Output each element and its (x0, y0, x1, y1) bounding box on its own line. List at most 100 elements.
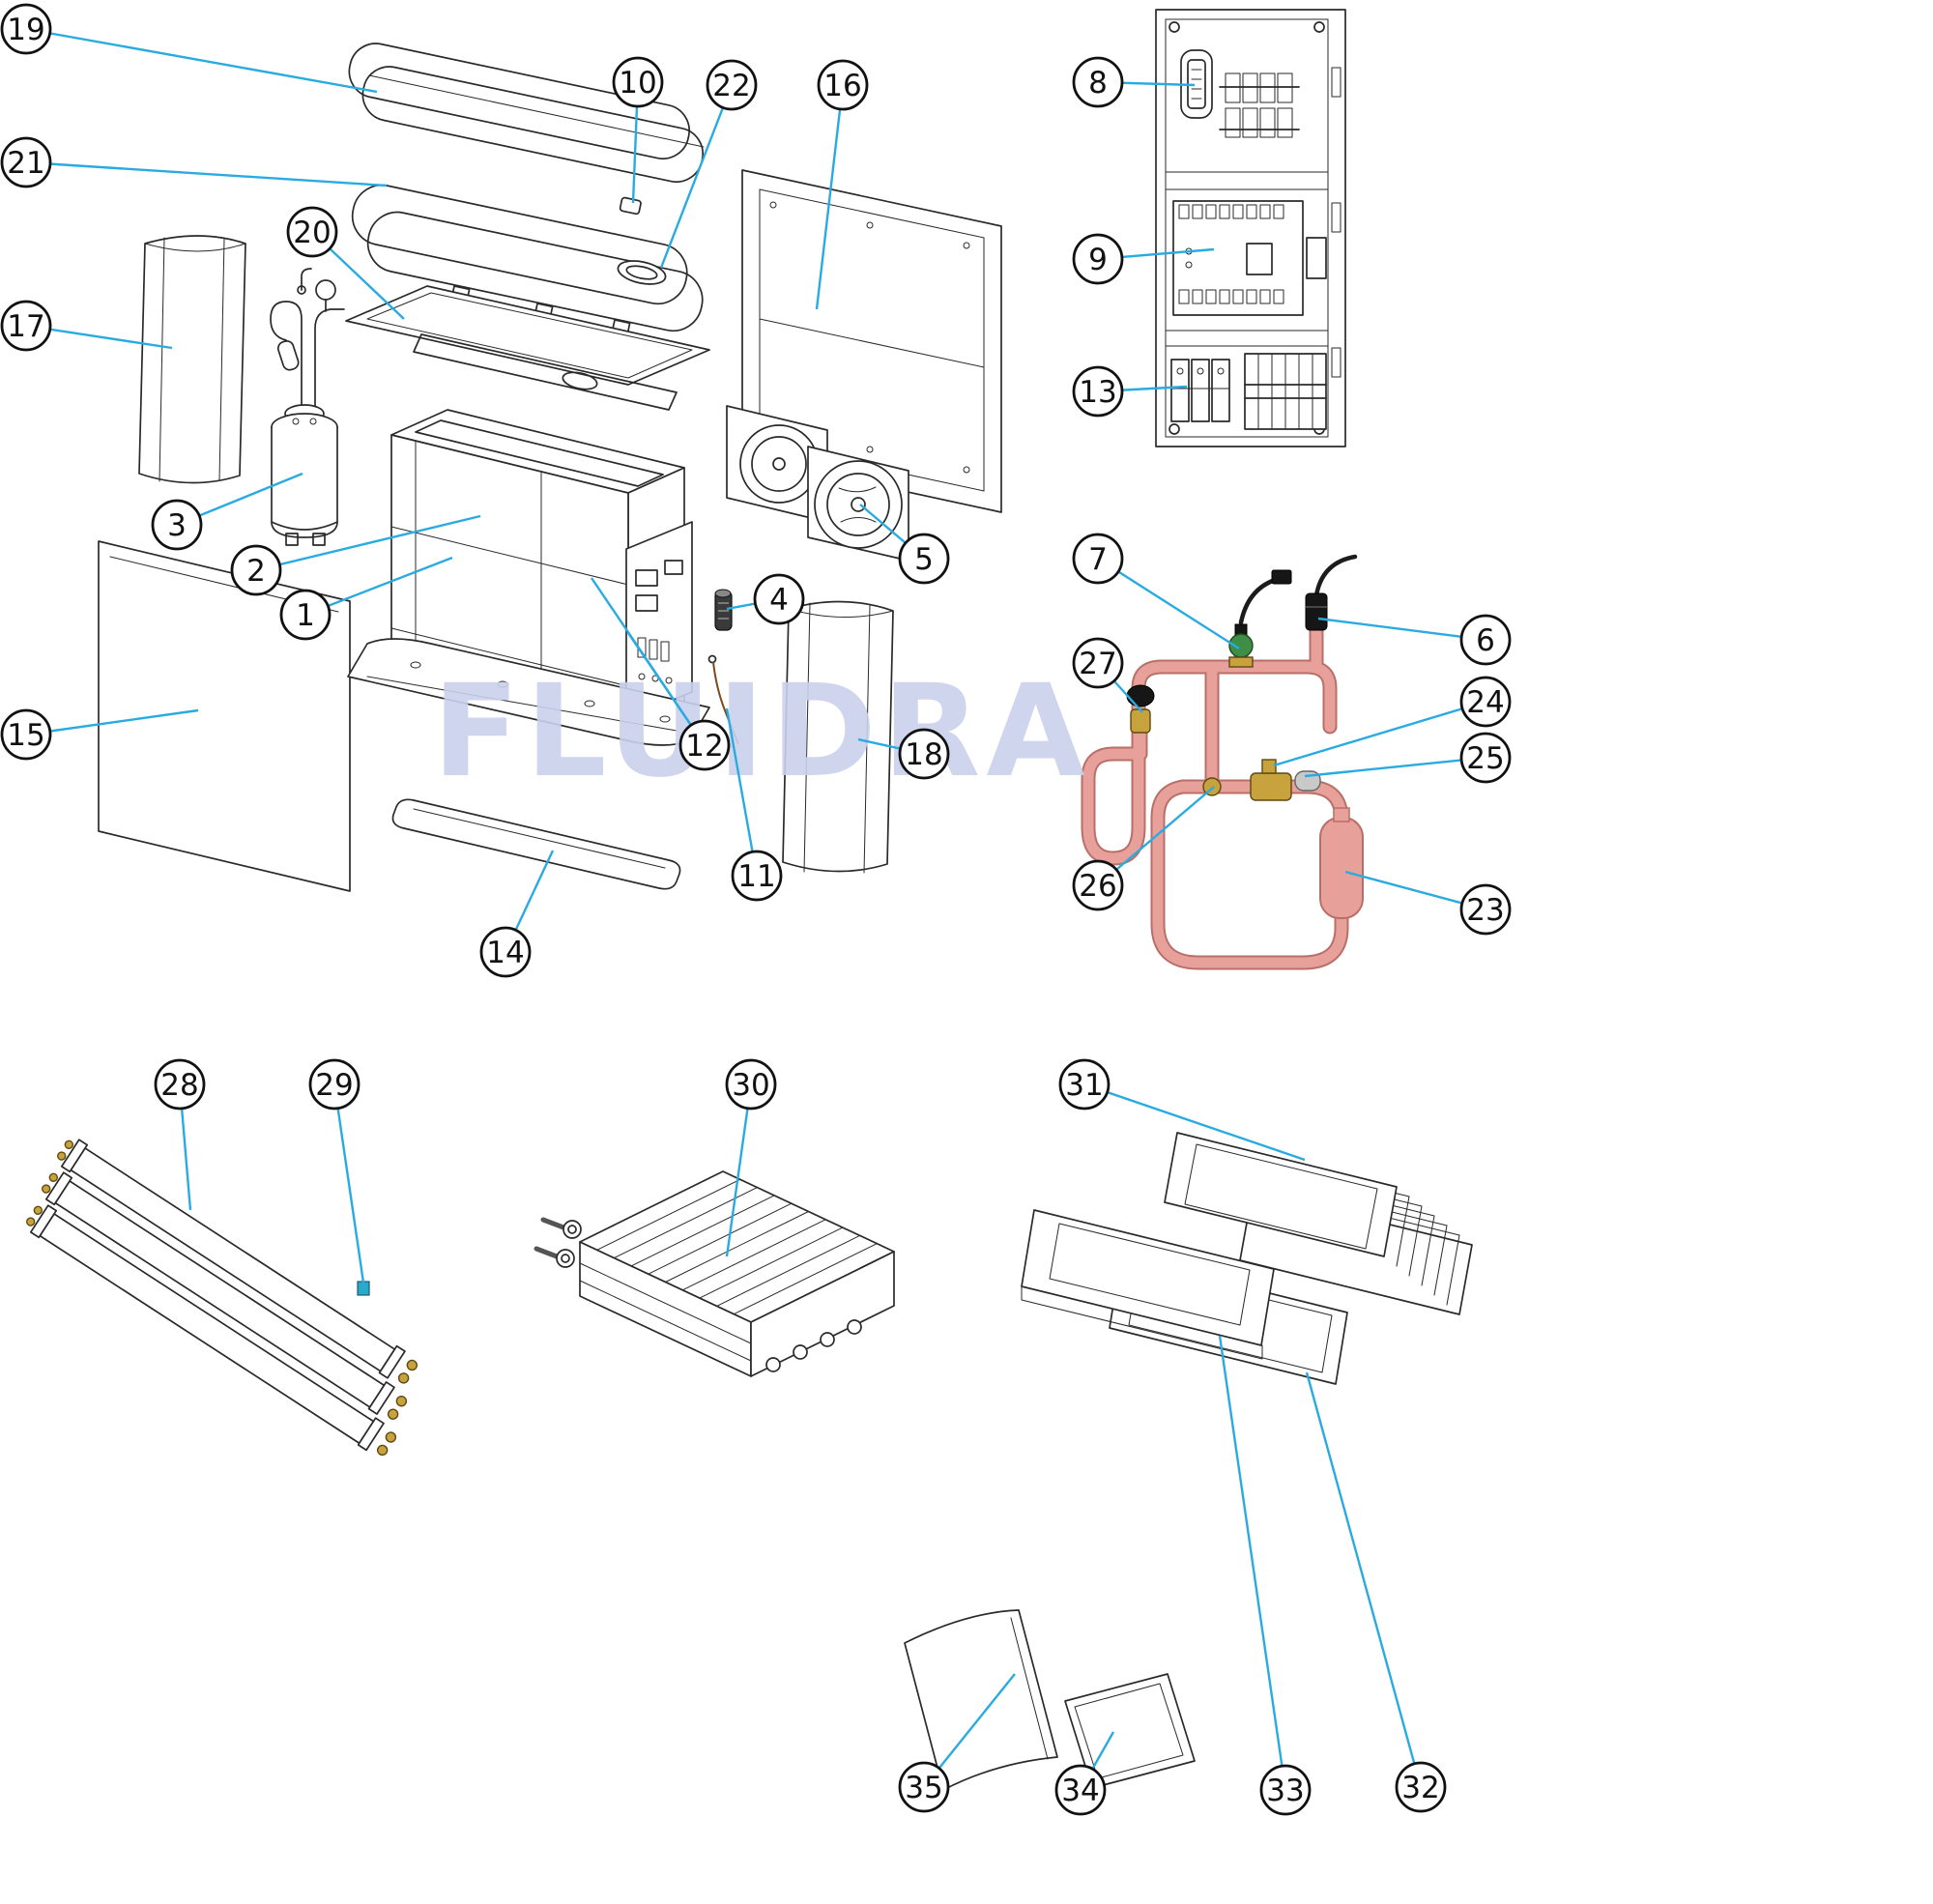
callout-number: 17 (7, 309, 44, 344)
part-electrical-box (625, 521, 693, 720)
callout-7: 7 (1072, 533, 1124, 585)
part-four-way-valve (1250, 772, 1292, 801)
callout-number: 26 (1079, 869, 1116, 904)
callout-17: 17 (0, 300, 52, 352)
part-din-terminals (1219, 72, 1300, 138)
callout-number: 27 (1079, 647, 1116, 681)
leader-line-30 (725, 1083, 753, 1257)
callout-34: 34 (1054, 1764, 1107, 1816)
callout-number: 13 (1079, 375, 1116, 410)
leader-line-22 (659, 84, 734, 269)
callout-number: 34 (1061, 1774, 1099, 1808)
callout-number: 8 (1088, 66, 1108, 101)
leader-line-7 (1097, 557, 1240, 650)
watermark: FLUIDRA (432, 657, 1090, 806)
callout-number: 20 (293, 216, 331, 250)
leader-line-11 (725, 707, 759, 877)
callout-number: 22 (712, 69, 750, 103)
callout-number: 6 (1476, 623, 1495, 658)
callout-21: 21 (0, 136, 52, 188)
part-left-curved-panel (138, 235, 246, 484)
part-refrigerant-piping (1088, 554, 1364, 963)
part-sensor-capillary (707, 654, 739, 745)
part-coil-sensor-plug (1271, 569, 1292, 585)
part-canister (714, 589, 733, 631)
callout-number: 19 (7, 13, 44, 47)
part-display-module (1180, 49, 1213, 119)
callout-14: 14 (479, 926, 532, 978)
callout-22: 22 (706, 59, 758, 111)
leader-line-19 (25, 27, 378, 94)
callout-number: 10 (619, 66, 656, 101)
callout-28: 28 (154, 1058, 206, 1111)
leader-line-15 (25, 708, 199, 736)
pressure-gauge (315, 279, 336, 301)
part-heat-exchanger (534, 1170, 895, 1377)
callout-6: 6 (1459, 614, 1512, 666)
callout-2: 2 (230, 544, 282, 596)
callout-number: 23 (1466, 893, 1504, 928)
callout-number: 24 (1466, 685, 1504, 720)
callout-number: 12 (685, 729, 723, 764)
part-middle-cover (351, 184, 704, 335)
part-electrical-panel (1155, 9, 1346, 447)
part-service-valve (1130, 708, 1151, 734)
callout-18: 18 (898, 728, 950, 780)
callout-20: 20 (286, 206, 338, 258)
part-contactors (1170, 353, 1327, 430)
callout-number: 9 (1088, 243, 1108, 277)
callout-number: 25 (1466, 741, 1504, 776)
leader-line-2 (255, 514, 481, 572)
callout-31: 31 (1058, 1058, 1111, 1111)
callout-35: 35 (898, 1761, 950, 1813)
callout-5: 5 (898, 533, 950, 585)
callout-number: 21 (7, 146, 44, 181)
part-air-duct (1164, 1132, 1473, 1315)
diagram-artwork (25, 9, 1473, 1791)
part-accumulator (1319, 817, 1364, 919)
callout-11: 11 (731, 850, 783, 902)
callout-number: 32 (1401, 1771, 1439, 1805)
leader-line-29 (332, 1083, 366, 1290)
callout-number: 11 (737, 859, 775, 894)
callout-26: 26 (1072, 859, 1124, 911)
callout-4: 4 (753, 573, 805, 625)
part-top-cover (348, 43, 705, 184)
part-control-board (1172, 200, 1327, 316)
leader-line-24 (1273, 700, 1486, 767)
callout-number: 3 (167, 508, 187, 543)
leader-line-25 (1304, 756, 1486, 778)
callout-number: 30 (732, 1068, 769, 1103)
callout-15: 15 (0, 708, 52, 761)
callout-number: 35 (905, 1771, 942, 1805)
callout-29: 29 (308, 1058, 361, 1111)
leader-line-21 (25, 160, 388, 188)
callout-number: 14 (486, 936, 524, 970)
callout-number: 16 (823, 69, 861, 103)
callout-23: 23 (1459, 883, 1512, 936)
callout-27: 27 (1072, 637, 1124, 689)
callout-number: 31 (1065, 1068, 1103, 1103)
callout-19: 19 (0, 3, 52, 55)
callout-10: 10 (612, 56, 664, 108)
callout-30: 30 (725, 1058, 777, 1111)
part-fan-blowers (726, 405, 909, 562)
leader-line-32 (1305, 1371, 1423, 1788)
part-grille-flat (1064, 1673, 1196, 1789)
part-base-plate (347, 638, 710, 746)
callout-number: 5 (914, 542, 934, 577)
callout-32: 32 (1395, 1761, 1447, 1813)
callout-number: 15 (7, 718, 44, 753)
callout-1: 1 (279, 589, 332, 641)
leader-line-33 (1218, 1335, 1287, 1791)
part-chassis-tray (345, 285, 710, 411)
callout-number: 2 (246, 554, 266, 589)
callout-number: 1 (296, 598, 315, 633)
part-right-curved-panel (782, 600, 894, 874)
leader-line-6 (1317, 617, 1486, 642)
part-sensor-bulb (1305, 592, 1328, 631)
callout-12: 12 (678, 719, 731, 771)
leader-line-1 (304, 556, 453, 617)
part-grille-curved (904, 1609, 1058, 1791)
callout-number: 29 (315, 1068, 353, 1103)
